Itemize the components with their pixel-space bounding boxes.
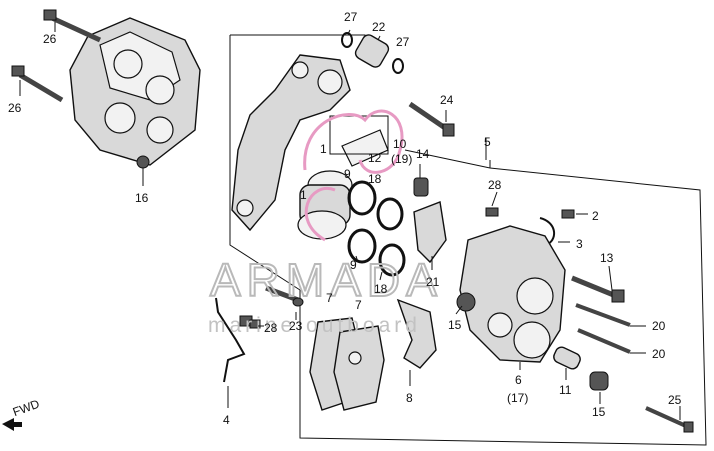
seal-rings-lower	[347, 228, 406, 277]
pad-spring-8	[396, 298, 437, 369]
callout-21: 21	[426, 275, 440, 289]
callout-20-upper: 20	[652, 319, 666, 333]
callout-4: 4	[223, 413, 230, 427]
watermark-logo	[303, 109, 404, 242]
callout-1-upper: 1	[320, 142, 327, 156]
pin-20-lower	[577, 328, 631, 354]
callout-28-upper: 28	[488, 178, 502, 192]
watermark-brand: ARMADA	[210, 254, 443, 306]
slide-pin-22	[341, 32, 404, 74]
boot-15-lower	[589, 371, 609, 391]
seal-rings-upper	[347, 180, 404, 231]
callout-labels: 26 26 16 27 22 27 24 5 1 12 10 (19) 14 9…	[8, 10, 682, 427]
callout-26-upper: 26	[43, 32, 57, 46]
screw-28-lower	[239, 315, 261, 329]
pin-23	[265, 285, 304, 307]
bolt-25	[645, 406, 694, 433]
callout-17: (17)	[507, 391, 528, 405]
bleeder-14	[413, 177, 429, 197]
bolt-26-upper	[43, 9, 102, 43]
callout-23: 23	[289, 319, 303, 333]
callout-10: 10	[393, 137, 407, 151]
caliper-bracket	[231, 54, 351, 232]
bolt-26-lower	[11, 65, 64, 103]
screw-28-upper	[485, 207, 499, 217]
callout-25: 25	[668, 393, 682, 407]
hose-clip-4	[215, 297, 246, 383]
caliper-body-top	[69, 17, 201, 169]
caliper-outer	[456, 225, 566, 363]
piston-set	[297, 170, 353, 240]
callout-11: 11	[559, 383, 572, 397]
callout-14: 14	[416, 147, 430, 161]
leader-lines	[19, 22, 681, 420]
callout-9-lower: 9	[350, 258, 357, 272]
clip-2	[561, 209, 575, 219]
pin-3	[539, 217, 556, 245]
callout-20-lower: 20	[652, 347, 666, 361]
callout-2: 2	[592, 209, 599, 223]
callout-19: (19)	[391, 152, 412, 166]
callout-13: 13	[600, 251, 614, 265]
callout-7-right: 7	[355, 298, 362, 312]
callout-26-lower: 26	[8, 101, 22, 115]
callout-6: 6	[515, 373, 522, 387]
callout-27-right: 27	[396, 35, 410, 49]
callout-9-upper: 9	[344, 167, 351, 181]
callout-15-upper: 15	[448, 318, 462, 332]
fwd-arrow-icon	[2, 418, 22, 431]
pin-20-upper	[575, 303, 631, 327]
callout-28-lower: 28	[264, 321, 278, 335]
callout-5: 5	[484, 135, 491, 149]
callout-8: 8	[406, 391, 413, 405]
bolt-13	[571, 275, 625, 303]
fwd-label: FWD	[11, 397, 42, 420]
callout-24: 24	[440, 93, 454, 107]
callout-18-upper: 18	[368, 172, 382, 186]
callout-16: 16	[135, 191, 149, 205]
bolt-24	[408, 101, 455, 137]
brake-pads	[309, 317, 385, 411]
callout-18-lower: 18	[374, 282, 388, 296]
callout-1-lower: 1	[300, 188, 307, 202]
pad-spring-21	[413, 201, 447, 264]
callout-22: 22	[372, 20, 386, 34]
callout-12: 12	[368, 151, 382, 165]
callout-7-left: 7	[326, 291, 333, 305]
callout-27-left: 27	[344, 10, 358, 24]
callout-3: 3	[576, 237, 583, 251]
callout-15-lower: 15	[592, 405, 606, 419]
watermark-tagline: marine outboard	[208, 314, 421, 337]
sleeve-11	[553, 346, 581, 370]
